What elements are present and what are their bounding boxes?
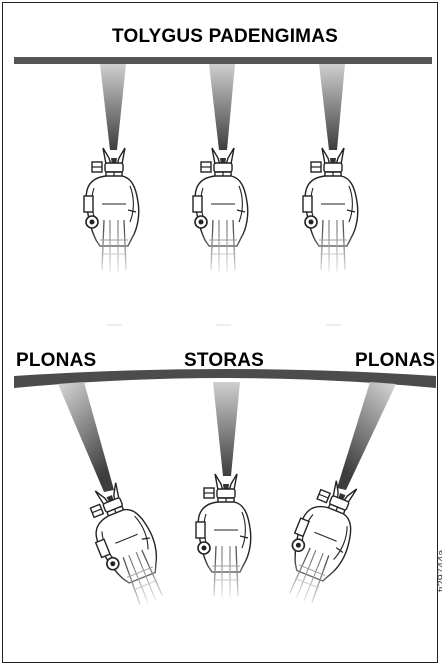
figure-reference: ti29744a — [436, 512, 442, 592]
spray-gun-top-3 — [299, 148, 369, 280]
spray-gun-top-1 — [80, 148, 150, 280]
spray-gun-top-2 — [189, 148, 259, 280]
spray-fan-bottom-right — [337, 382, 396, 490]
spray-gun-bottom-center — [192, 474, 262, 606]
spray-fan-top-1 — [100, 64, 126, 150]
spray-fan-top-2 — [209, 64, 235, 150]
spray-fan-top-3 — [319, 64, 345, 150]
spray-fan-bottom-left — [58, 382, 114, 492]
spray-gun-bottom-right — [266, 472, 380, 621]
spray-gun-bottom-left — [74, 473, 188, 622]
spray-fan-bottom-center — [213, 382, 240, 476]
surface-flat — [14, 57, 432, 64]
